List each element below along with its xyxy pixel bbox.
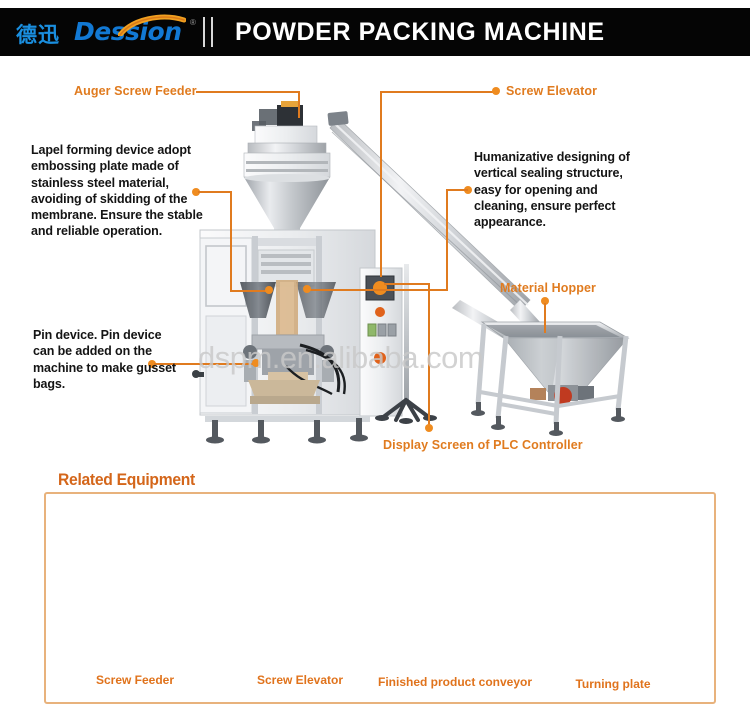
label-screw-elevator: Screw Elevator	[506, 84, 598, 98]
description-lapel-forming-device: Lapel forming device adopt embossing pla…	[31, 143, 203, 239]
leader-plc-dot	[425, 424, 433, 432]
leader-lapel-horizontal-2	[230, 290, 270, 292]
leader-pin-horizontal	[154, 363, 258, 365]
page-title: POWDER PACKING MACHINE	[235, 17, 605, 46]
caption-turning-plate: Turning plate	[575, 677, 651, 691]
leader-lapel-end-dot	[265, 286, 273, 294]
leader-pin-end-dot	[252, 359, 260, 367]
leader-sealing-horizontal-2	[306, 289, 448, 291]
leader-sealing-dot	[464, 186, 472, 194]
label-material-hopper: Material Hopper	[500, 281, 596, 295]
leader-hopper-dot	[541, 297, 549, 305]
related-equipment-box	[44, 492, 716, 704]
brand-logo: 德迅 Dession ®	[0, 8, 200, 56]
caption-finished-product-conveyor: Finished product conveyor	[377, 675, 533, 689]
leader-plc-horizontal	[384, 283, 430, 285]
leader-sealing-end-dot	[303, 285, 311, 293]
leader-lapel-vertical	[230, 191, 232, 291]
leader-auger-vertical	[298, 91, 300, 118]
leader-hopper-vertical	[544, 303, 546, 333]
caption-screw-feeder: Screw Feeder	[95, 673, 175, 687]
leader-elevator-vertical	[380, 91, 382, 277]
leader-auger-horizontal	[196, 91, 300, 93]
logo-swoosh-icon	[118, 14, 186, 36]
leader-elevator-dot	[492, 87, 500, 95]
caption-screw-elevator: Screw Elevator	[256, 673, 344, 687]
label-display-screen: Display Screen of PLC Controller	[383, 438, 583, 452]
logo-brand-text: Dession	[74, 17, 182, 46]
header-divider-2	[211, 17, 213, 47]
description-vertical-sealing-structure: Humanizative designing of vertical seali…	[474, 150, 630, 230]
leader-pin-dot	[148, 360, 156, 368]
related-equipment-title: Related Equipment	[58, 470, 195, 489]
leader-plc-vertical	[428, 283, 430, 429]
leader-lapel-horizontal	[198, 191, 232, 193]
leader-elevator-horizontal	[380, 91, 496, 93]
leader-sealing-horizontal	[446, 189, 468, 191]
registered-trademark-icon: ®	[190, 18, 196, 27]
leader-lapel-dot	[192, 188, 200, 196]
logo-chinese-text: 德迅	[16, 23, 60, 47]
label-auger-screw-feeder: Auger Screw Feeder	[74, 84, 197, 98]
leader-sealing-vertical	[446, 189, 448, 290]
page-header: 德迅 Dession ® POWDER PACKING MACHINE	[0, 8, 750, 56]
description-pin-device: Pin device. Pin device can be added on t…	[33, 328, 176, 391]
header-divider	[203, 17, 205, 47]
site-watermark: dspm.en.alibaba.com	[198, 340, 484, 375]
